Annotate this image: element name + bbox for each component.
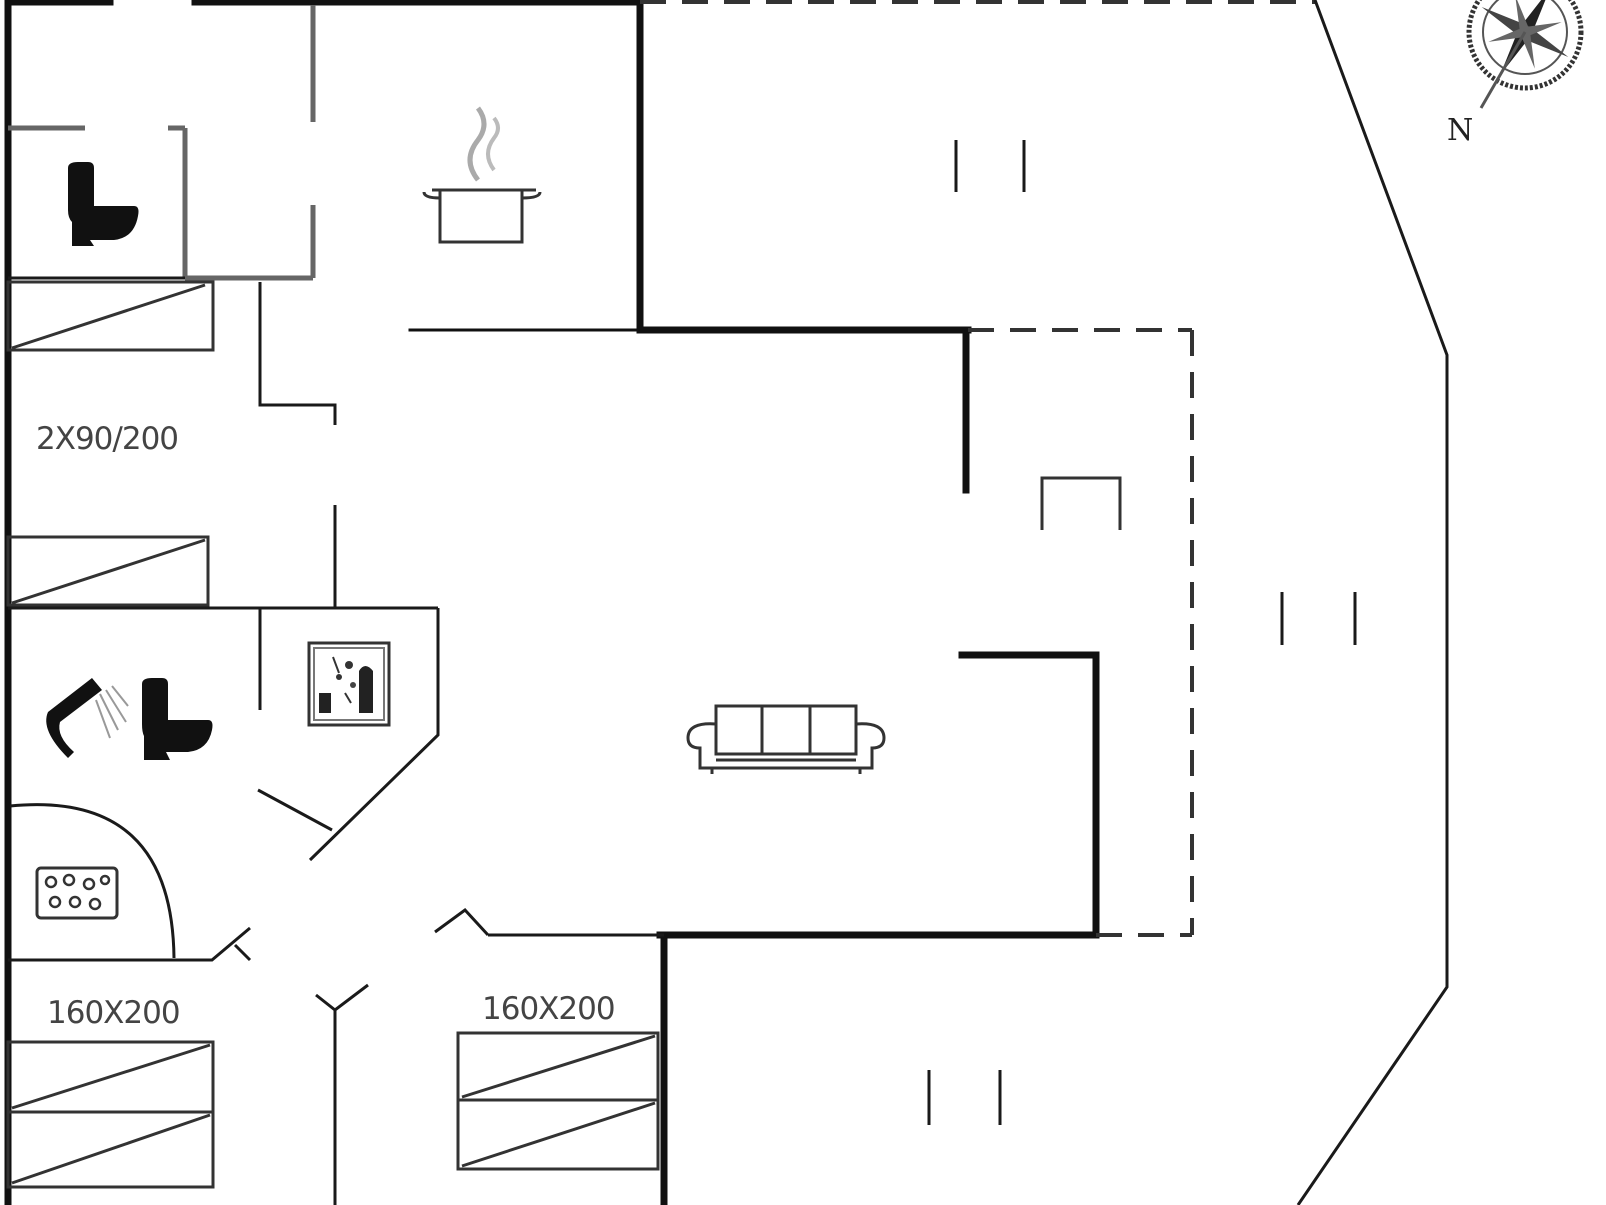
toilet-icon-bathroom <box>142 678 213 760</box>
plot-boundary <box>1296 0 1449 1205</box>
sauna-heater-icon <box>35 866 119 920</box>
compass-icon <box>1466 0 1584 109</box>
cooking-pot-icon <box>422 106 542 244</box>
window-marks <box>927 140 1357 1125</box>
toilet-icon <box>68 162 139 246</box>
bed-size-label-lower-left: 160X200 <box>47 995 180 1031</box>
washing-machine-icon <box>307 641 391 727</box>
shower-icon <box>46 678 129 758</box>
beds <box>6 280 660 1189</box>
hob-icon <box>1040 476 1122 530</box>
sofa-icon <box>686 704 886 774</box>
interior-walls <box>8 5 490 1205</box>
sauna-corner <box>9 803 176 959</box>
terrace-outline <box>640 0 1315 937</box>
bed-size-label-lower-right: 160X200 <box>482 991 615 1027</box>
compass-north-label: N <box>1447 113 1473 148</box>
bed-size-label-upper: 2X90/200 <box>36 421 178 457</box>
